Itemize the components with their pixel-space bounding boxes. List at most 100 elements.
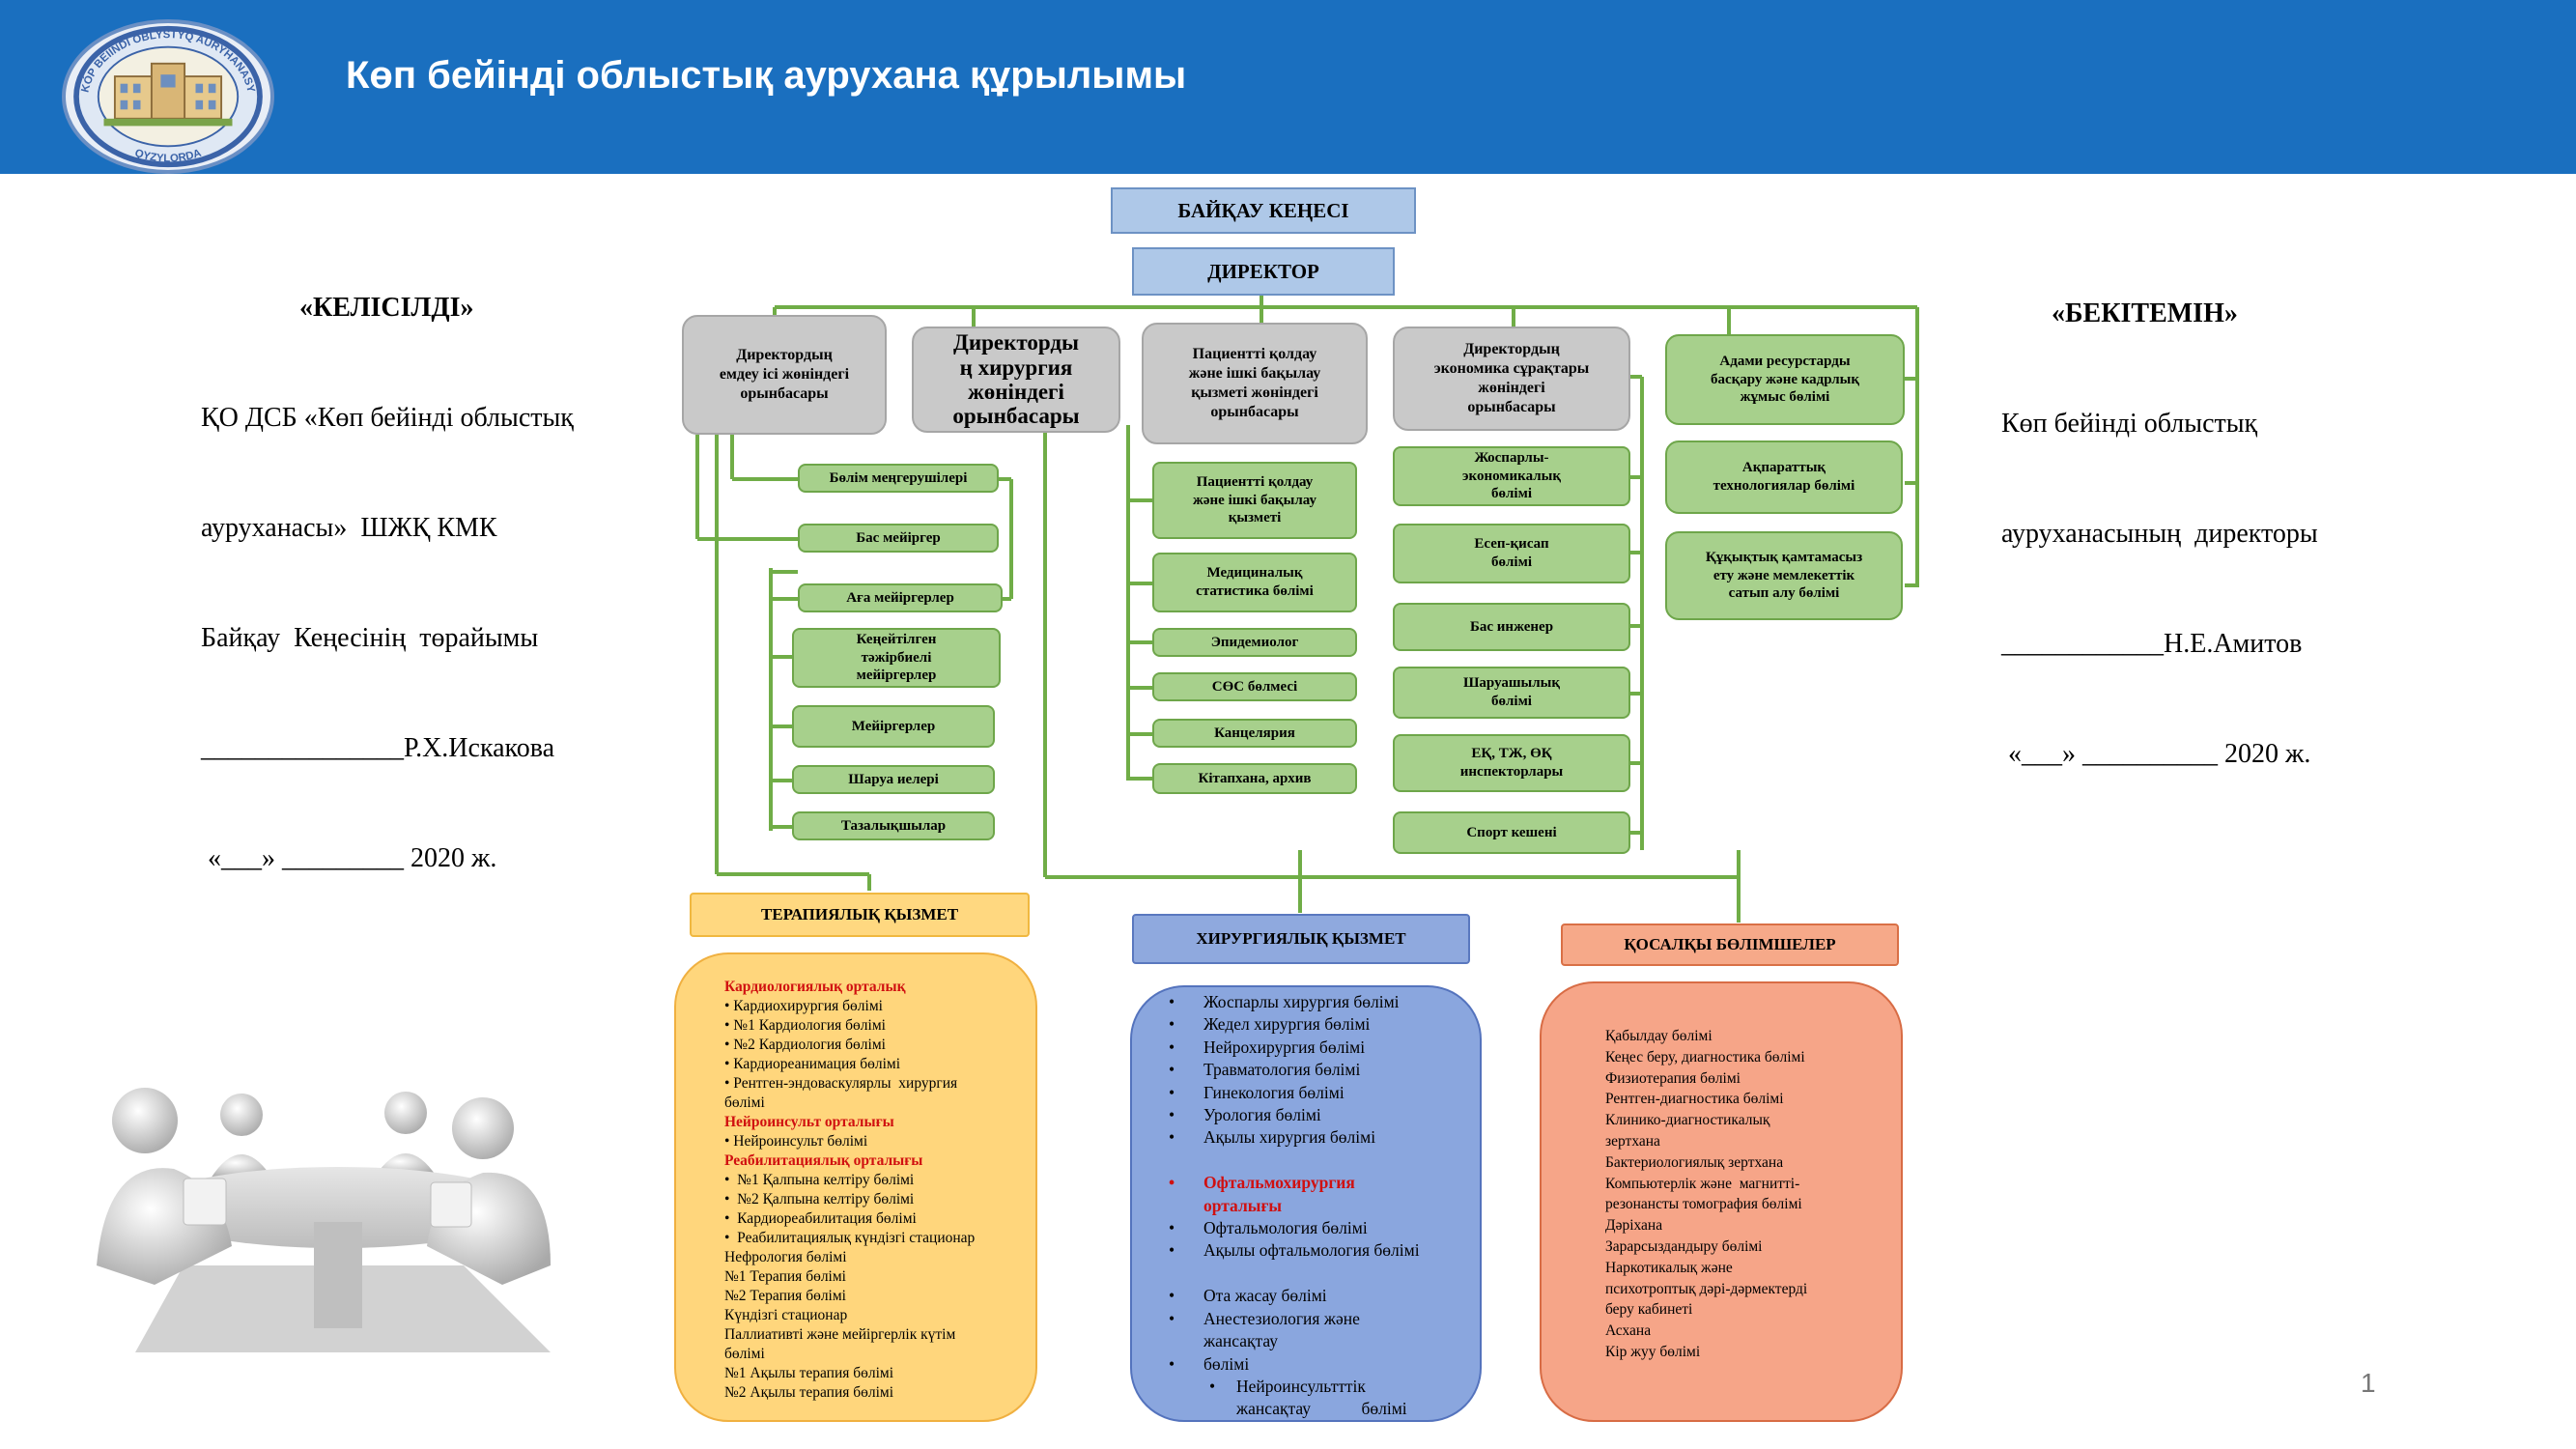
auxiliary-list-item: зертхана (1605, 1132, 1660, 1150)
therapy-list-item: • №1 Қалпына келтіру бөлімі (724, 1172, 915, 1188)
auxiliary-list-item: Рентген-диагностика бөлімі (1605, 1091, 1784, 1108)
therapy-list-item: №1 Терапия бөлімі (724, 1268, 846, 1285)
therapy-list-item: бөлімі (724, 1346, 765, 1362)
therapy-list-item: №1 Ақылы терапия бөлімі (724, 1365, 894, 1381)
therapy-list-item: Күндізгі стационар (724, 1307, 848, 1323)
therapy-list-item: • №2 Қалпына келтіру бөлімі (724, 1191, 915, 1208)
hr-unit: Ақпараттық технологиялар бөлімі (1665, 440, 1903, 514)
surgery-service-title: ХИРУРГИЯЛЫҚ ҚЫЗМЕТ (1132, 914, 1470, 964)
medical-unit: Бөлім меңгерушілері (798, 464, 999, 493)
logo-text-bottom: QYZYLORDA (133, 148, 203, 165)
surgery-list-item: Офтальмохирургия (1165, 1172, 1420, 1195)
surgery-list-item: Жедел хирургия бөлімі (1165, 1013, 1420, 1037)
deputy-surgical-node: Директорды ң хирургия жөніндегі орынбаса… (912, 327, 1120, 433)
auxiliary-panel (1540, 981, 1903, 1422)
auxiliary-list-item: Бактериологиялық зертхана (1605, 1153, 1784, 1171)
therapy-list-item: • Кардиохирургия бөлімі (724, 998, 883, 1014)
therapy-list-item: Кардиологиялық орталық (724, 979, 906, 995)
patient-unit: Кітапхана, архив (1152, 763, 1357, 794)
surgery-list-item (1165, 1150, 1420, 1172)
surgery-list: Жоспарлы хирургия бөліміЖедел хирургия б… (1165, 991, 1420, 1421)
economic-unit: Жоспарлы- экономикалық бөлімі (1393, 446, 1630, 506)
patient-unit: Пациентті қолдау және ішкі бақылау қызме… (1152, 462, 1357, 539)
therapy-list-item: • Нейроинсульт бөлімі (724, 1133, 868, 1150)
director-node: ДИРЕКТОР (1132, 247, 1395, 296)
approval-left: «КЕЛІСІЛДІ» ҚО ДСБ «Көп бейінді облыстық… (201, 216, 574, 914)
surgery-list-item: Жоспарлы хирургия бөлімі (1165, 991, 1420, 1014)
patient-unit: Эпидемиолог (1152, 628, 1357, 657)
therapy-list-item: • Кардиореабилитация бөлімі (724, 1210, 917, 1227)
auxiliary-list-item: беру кабинеті (1605, 1301, 1693, 1319)
medical-unit: Кеңейтілген тәжірбиелі мейіргерлер (792, 628, 1001, 688)
hr-unit: Құқықтық қамтамасыз ету және мемлекеттік… (1665, 531, 1903, 620)
auxiliary-list-item: Асхана (1605, 1322, 1652, 1340)
therapy-list: Кардиологиялық орталық • Кардиохирургия б… (724, 978, 975, 1403)
svg-text:QYZYLORDA: QYZYLORDA (133, 148, 203, 165)
approval-right-line: «___» __________ 2020 ж. (2001, 739, 2311, 769)
deputy-medical-node: Директордың емдеу ісі жөніндегі орынбаса… (682, 315, 887, 435)
therapy-list-item: Паллиативті және мейіргерлік күтім (724, 1326, 956, 1343)
deputy-patient-node: Пациентті қолдау және ішкі бақылау қызме… (1142, 323, 1368, 444)
auxiliary-list-item: Дәріхана (1605, 1217, 1663, 1235)
approval-left-line: ауруханасы» ШЖҚ КМК (201, 513, 497, 543)
meeting-clipart (97, 1088, 551, 1352)
therapy-list-item: • №2 Кардиология бөлімі (724, 1037, 886, 1053)
therapy-list-item: • Реабилитациялық күндізгі стационар (724, 1230, 976, 1246)
auxiliary-list-item: Кір жуу бөлімі (1605, 1343, 1701, 1360)
approval-left-heading: «КЕЛІСІЛДІ» (299, 293, 474, 323)
auxiliary-list-item: Қабылдау бөлімі (1605, 1028, 1713, 1044)
approval-left-line: Байқау Кеңесінің төрайымы (201, 623, 539, 653)
board-node: БАЙҚАУ КЕҢЕСІ (1111, 187, 1416, 234)
therapy-list-item: №2 Ақылы терапия бөлімі (724, 1384, 894, 1401)
surgery-list-item: жансақтау (1203, 1331, 1278, 1351)
auxiliary-service-title: ҚОСАЛҚЫ БӨЛІМШЕЛЕР (1561, 923, 1899, 966)
auxiliary-list-item: Компьютерлік және магнитті- (1605, 1175, 1800, 1192)
auxiliary-list-item: психотроптық дәрі-дәрмектерді (1605, 1280, 1808, 1297)
therapy-list-item: бөлімі (724, 1094, 765, 1111)
economic-unit: Спорт кешені (1393, 811, 1630, 854)
approval-right-line: ауруханасының директоры (2001, 519, 2318, 549)
surgery-list-item: Ақылы хирургия бөлімі (1165, 1126, 1420, 1150)
approval-left-line: _______________Р.Х.Искакова (201, 733, 555, 763)
auxiliary-list-item: резонансты томография бөлімі (1605, 1196, 1802, 1213)
therapy-panel (674, 952, 1037, 1422)
surgery-list-item: Офтальмология бөлімі (1165, 1217, 1420, 1240)
surgery-list-item: жансақтау бөлімі (1236, 1399, 1407, 1419)
deputy-economic-node: Директордың экономика сұрақтары жөніндег… (1393, 327, 1630, 431)
approval-right-line: Көп бейінді облыстық (2001, 409, 2258, 439)
auxiliary-list-item: Клинико-диагностикалық (1605, 1112, 1770, 1129)
patient-unit: Медициналық статистика бөлімі (1152, 553, 1357, 612)
therapy-list-item: Нейроинсульт орталығы (724, 1114, 894, 1130)
medical-unit: Шаруа иелері (792, 765, 995, 794)
surgery-list-item: Травматология бөлімі (1165, 1059, 1420, 1082)
auxiliary-list-item: Кеңес беру, диагностика бөлімі (1605, 1048, 1805, 1065)
approval-right: «БЕКІТЕМІН» Көп бейінді облыстық аурухан… (2001, 222, 2318, 810)
approval-right-line: ____________Н.Е.Амитов (2001, 629, 2303, 659)
auxiliary-list-item: Зарарсыздандыру бөлімі (1605, 1237, 1763, 1255)
hr-department-node: Адами ресурстарды басқару және кадрлық ж… (1665, 334, 1905, 425)
surgery-list-item (1165, 1263, 1420, 1285)
medical-unit: Аға мейіргерлер (798, 583, 1003, 612)
page-number: 1 (2361, 1368, 2376, 1398)
page-title: Көп бейінді облыстық аурухана құрылымы (346, 54, 1187, 97)
approval-left-line: ҚО ДСБ «Көп бейінді облыстық (201, 403, 574, 433)
surgery-list-item: Урология бөлімі (1165, 1104, 1420, 1127)
medical-unit: Мейіргерлер (792, 705, 995, 748)
surgery-list-item: Ақылы офтальмология бөлімі (1165, 1239, 1420, 1263)
auxiliary-list-item: Наркотикалық және (1605, 1259, 1733, 1276)
patient-unit: Канцелярия (1152, 719, 1357, 748)
therapy-list-item: Нефрология бөлімі (724, 1249, 847, 1265)
medical-unit: Бас мейіргер (798, 524, 999, 553)
auxiliary-list-item: Физиотерапия бөлімі (1605, 1069, 1741, 1087)
surgery-list-item: Нейрохирургия бөлімі (1165, 1037, 1420, 1060)
surgery-list-item: орталығы (1203, 1195, 1283, 1215)
surgery-list-item: Гинекология бөлімі (1165, 1082, 1420, 1105)
economic-unit: Бас инженер (1393, 603, 1630, 651)
patient-unit: СӨС бөлмесі (1152, 672, 1357, 701)
hospital-logo: KÓP BEIINDI OBLYSTYQ AURYHANASY QYZYLORD… (62, 19, 274, 174)
approval-left-line: «___» _________ 2020 ж. (201, 843, 497, 873)
therapy-list-item: №2 Терапия бөлімі (724, 1288, 846, 1304)
approval-right-heading: «БЕКІТЕМІН» (2052, 298, 2238, 328)
economic-unit: Шаруашылық бөлімі (1393, 667, 1630, 719)
